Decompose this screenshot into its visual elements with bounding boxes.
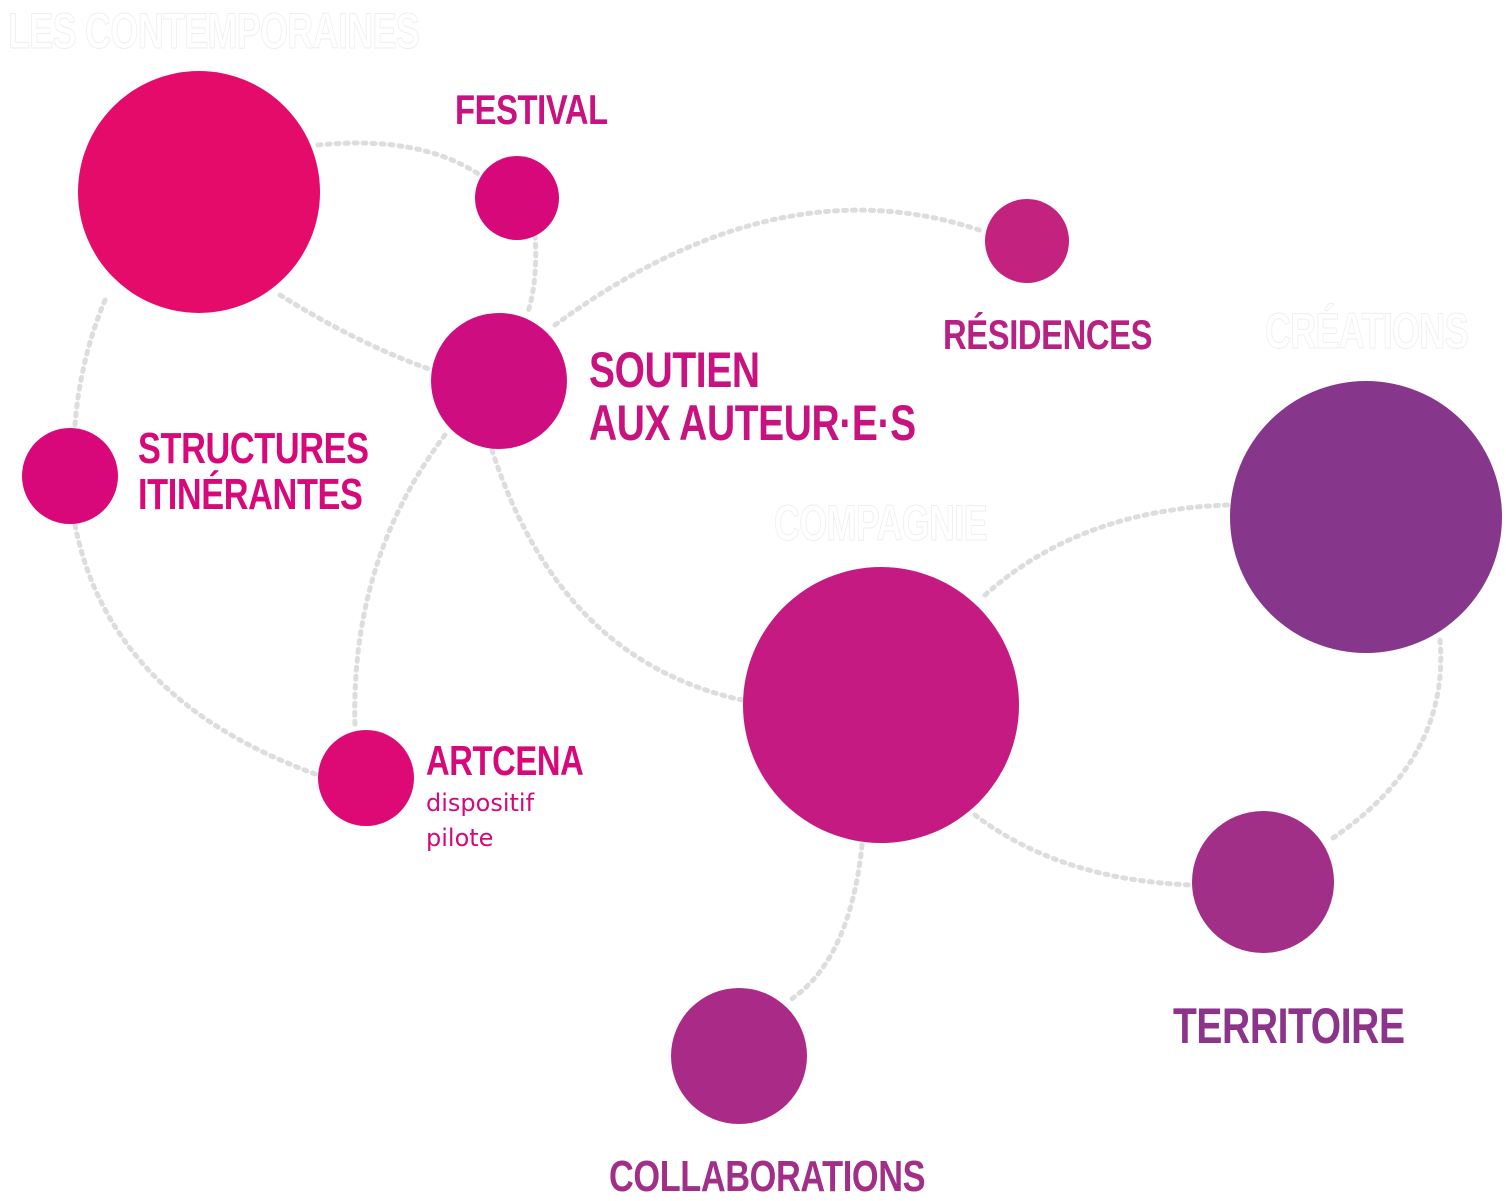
- label-festival: Festival: [455, 86, 608, 133]
- node-collaborations: [671, 988, 807, 1124]
- link-soutien-artcena: [352, 432, 448, 731]
- node-festival: [475, 156, 559, 240]
- label-artcena-sub: dispositif pilote: [426, 786, 534, 856]
- title-les-contemporaines: Les Contemporaines: [8, 3, 421, 60]
- link-structures-artcena: [72, 522, 321, 778]
- node-territoire: [1192, 811, 1334, 953]
- heading-creations: Créations: [1265, 303, 1469, 360]
- link-compagnie-collaborations: [787, 842, 865, 1003]
- label-structures-line1: Structures: [138, 424, 369, 473]
- label-artcena-sub-line2: pilote: [426, 824, 494, 852]
- label-collaborations: Collaborations: [609, 1152, 926, 1201]
- node-compagnie: [743, 567, 1019, 843]
- link-soutien-residences: [552, 207, 988, 328]
- label-structures: Structures itinérantes: [138, 424, 369, 520]
- link-main-structures: [72, 297, 108, 428]
- link-main-soutien: [277, 292, 435, 373]
- heading-compagnie: Compagnie: [774, 495, 988, 552]
- node-artcena: [318, 730, 414, 826]
- link-festival-main: [315, 140, 483, 178]
- link-creations-territoire: [1327, 637, 1444, 843]
- link-soutien-compagnie: [489, 447, 745, 703]
- link-festival-soutien: [525, 232, 539, 315]
- label-soutien-line2: aux auteur·e·s: [589, 394, 916, 451]
- label-soutien-line1: Soutien: [589, 342, 760, 398]
- label-artcena-sub-line1: dispositif: [426, 789, 535, 817]
- label-artcena: ARTCENA: [426, 737, 584, 784]
- label-soutien: Soutien aux auteur·e·s: [589, 344, 916, 449]
- label-territoire: Territoire: [1173, 998, 1405, 1054]
- node-creations: [1230, 381, 1502, 653]
- node-main: [78, 71, 320, 313]
- link-compagnie-territoire: [972, 812, 1195, 888]
- node-residences: [985, 199, 1069, 283]
- label-structures-line2: itinérantes: [138, 470, 363, 520]
- label-residences: Résidences: [943, 311, 1153, 358]
- link-compagnie-creations: [982, 502, 1231, 598]
- node-soutien: [431, 313, 567, 449]
- node-structures: [22, 428, 118, 524]
